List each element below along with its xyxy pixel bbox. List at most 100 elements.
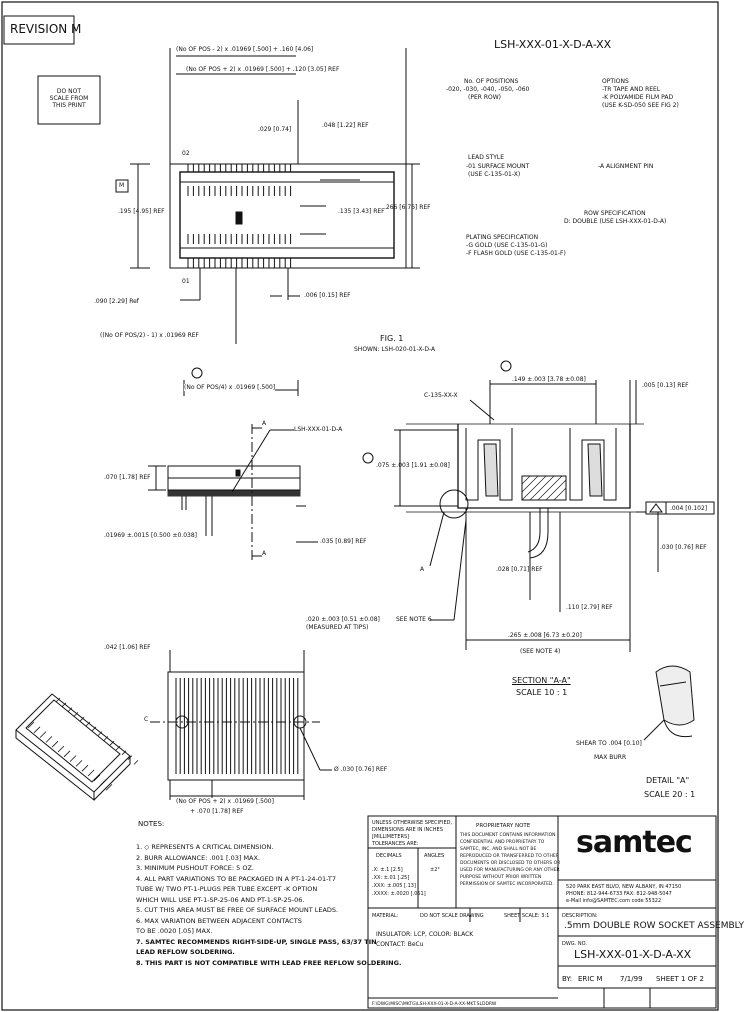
alignment-pin: -A ALIGNMENT PIN	[598, 163, 654, 170]
sheet-value: SHEET 1 OF 2	[656, 975, 704, 983]
address-line: e-Mail info@SAMTEC.com code 55322	[566, 898, 662, 904]
material-label: MATERIAL:	[372, 913, 399, 919]
iso-contact	[33, 726, 41, 734]
see-note: (SEE NOTE 4)	[520, 648, 561, 655]
iso-contact	[63, 750, 71, 758]
proprietary-line: PERMISSION OF SAMTEC INCORPORATED.	[460, 882, 554, 887]
iso-contact	[67, 707, 73, 712]
dim-label: .042 [1.06] REF	[104, 644, 151, 651]
dim-label: ((No OF POS/2) - 1) x .01969 REF	[100, 332, 199, 339]
iso-contact	[85, 721, 91, 727]
decimals-label: DECIMALS	[376, 853, 402, 859]
plating-line: -G GOLD (USE C-135-01-G)	[466, 242, 548, 249]
tolerance-values: .X: ±.1 [2.5] .XX: ±.01 [.25] .XXX: ±.00…	[372, 866, 426, 898]
dim-label: .006 [0.15] REF	[304, 292, 351, 299]
description-value: .5mm DOUBLE ROW SOCKET ASSEMBLY	[564, 921, 744, 931]
dim-label: .266 [6.76] REF	[384, 204, 431, 211]
iso-contact	[57, 745, 65, 753]
options-line: (USE K-SD-050 SEE FIG 2)	[602, 102, 679, 109]
iso-contact	[109, 740, 115, 746]
revision-label: REVISION M	[10, 22, 82, 36]
front-view-drawing	[148, 424, 318, 560]
iso-contact	[51, 740, 59, 748]
isometric-view-drawing	[15, 693, 139, 802]
part-label: C-135-XX-X	[424, 392, 458, 399]
options-line: -K POLYAMIDE FILM PAD	[602, 94, 674, 101]
dim-label: .020 ±.003 [0.51 ±0.08]	[306, 616, 380, 623]
dim-label: .029 [0.74]	[258, 126, 292, 133]
see-note: SEE NOTE 6	[396, 616, 432, 623]
angle-value: ±2°	[430, 867, 440, 873]
tolerance-value: .XXX: ±.005 [.13]	[372, 883, 416, 889]
row-spec-title: ROW SPECIFICATION	[584, 210, 646, 217]
dim-label: .265 ±.008 [6.73 ±0.20]	[508, 632, 582, 639]
iso-contact	[75, 760, 83, 767]
address-line: 520 PARK EAST BLVD, NEW ALBANY, IN 47150	[566, 884, 682, 890]
dim-label: .110 [2.79] REF	[566, 604, 613, 611]
do-not-scale-line: THIS PRINT	[52, 102, 86, 109]
company-logo: samtec	[576, 825, 693, 860]
proprietary-line: THIS DOCUMENT CONTAINS INFORMATION	[460, 833, 556, 838]
tolerance-header: DIMENSIONS ARE IN INCHES	[372, 827, 443, 833]
fig1-subtitle: SHOWN: LSH-020-01-X-D-A	[354, 346, 436, 353]
section-a-label: A	[262, 420, 267, 427]
detail-title: DETAIL "A"	[646, 776, 690, 785]
detail-a-drawing	[643, 665, 695, 741]
iso-contact	[81, 764, 89, 772]
dim-label: .075 ±.003 [1.91 ±0.08]	[376, 462, 450, 469]
iso-contact	[45, 736, 53, 743]
lead-line: -01 SURFACE MOUNT	[466, 163, 530, 170]
proprietary-title: PROPRIETARY NOTE	[476, 823, 531, 829]
tolerance-header: UNLESS OTHERWISE SPECIFIED,	[372, 820, 453, 826]
proprietary-line: REPRODUCED OR TRANSFERRED TO OTHER	[460, 854, 559, 859]
datum-label: M	[119, 182, 125, 189]
proprietary-line: PURPOSE WITHOUT PRIOR WRITTEN	[460, 875, 542, 880]
iso-contact	[97, 731, 103, 736]
options-title: OPTIONS	[602, 78, 629, 85]
note-line: 4. ALL PART VARIATIONS TO BE PACKAGED IN…	[136, 874, 337, 883]
note-line: WHICH WILL USE PT-1-SP-25-06 AND PT-1-SP…	[136, 895, 305, 904]
top-view-drawing	[115, 48, 420, 344]
iso-contact	[105, 784, 113, 791]
detail-burr: MAX BURR	[594, 754, 627, 761]
by-label: BY:	[562, 975, 573, 983]
date-value: 7/1/99	[620, 975, 643, 983]
drawing-linework	[1, 1, 719, 1011]
iso-contact	[87, 769, 95, 777]
tolerance-block: UNLESS OTHERWISE SPECIFIED, DIMENSIONS A…	[372, 820, 452, 848]
dim-label: (No OF POS/4) x .01969 [.500]	[184, 384, 276, 391]
section-aa-drawing	[362, 360, 715, 652]
section-title: SECTION "A-A"	[512, 676, 571, 685]
dim-label: .149 ±.003 [3.78 ±0.08]	[512, 376, 586, 383]
tolerance-value: .XX: ±.01 [.25]	[372, 875, 410, 881]
part-label: LSH-XXX-01-D-A	[294, 426, 343, 433]
iso-contact	[99, 779, 107, 786]
iso-contact	[91, 726, 97, 732]
iso-contact	[39, 731, 47, 738]
title-block-grid	[367, 815, 717, 1009]
dim-label: .028 [0.71] REF	[496, 566, 543, 573]
pin-label: 01	[182, 278, 190, 285]
dim-label: .135 [3.43] REF	[338, 208, 385, 215]
file-path: F:\DWG\MISC\MKTG\LSH-XXX-01-X-D-A-XX-MKT…	[372, 1002, 497, 1007]
note-line: 6. MAX VARIATION BETWEEN ADJACENT CONTAC…	[136, 916, 302, 925]
dwg-no-label: DWG. NO.	[562, 941, 587, 947]
plating-title: PLATING SPECIFICATION	[466, 234, 539, 241]
dim-label: (MEASURED AT TIPS)	[306, 624, 369, 631]
note-line: 5. CUT THIS AREA MUST BE FREE OF SURFACE…	[136, 906, 339, 914]
dim-label: .005 [0.13] REF	[642, 382, 689, 389]
positions-title: No. OF POSITIONS	[464, 78, 519, 85]
company-address: 520 PARK EAST BLVD, NEW ALBANY, IN 47150…	[566, 884, 681, 905]
iso-contact	[73, 712, 79, 717]
do-not-scale-drawing: DO NOT SCALE DRAWING	[420, 913, 484, 919]
tolerance-header: TOLERANCES ARE:	[372, 841, 419, 847]
tolerance-value: .XXXX: ±.0020 [.051]	[372, 891, 426, 897]
angles-label: ANGLES	[424, 853, 445, 859]
centerline-label: C	[144, 716, 149, 723]
note-line: 3. MINIMUM PUSHOUT FORCE: 5 OZ.	[136, 864, 254, 872]
dim-label: .048 [1.22] REF	[322, 122, 369, 129]
note-line-bold: 8. THIS PART IS NOT COMPATIBLE WITH LEAD…	[136, 958, 402, 967]
dim-label: .030 [0.76] REF	[660, 544, 707, 551]
proprietary-line: DOCUMENTS OR DISCLOSED TO OTHERS OR	[460, 861, 561, 866]
iso-contact	[27, 721, 35, 729]
